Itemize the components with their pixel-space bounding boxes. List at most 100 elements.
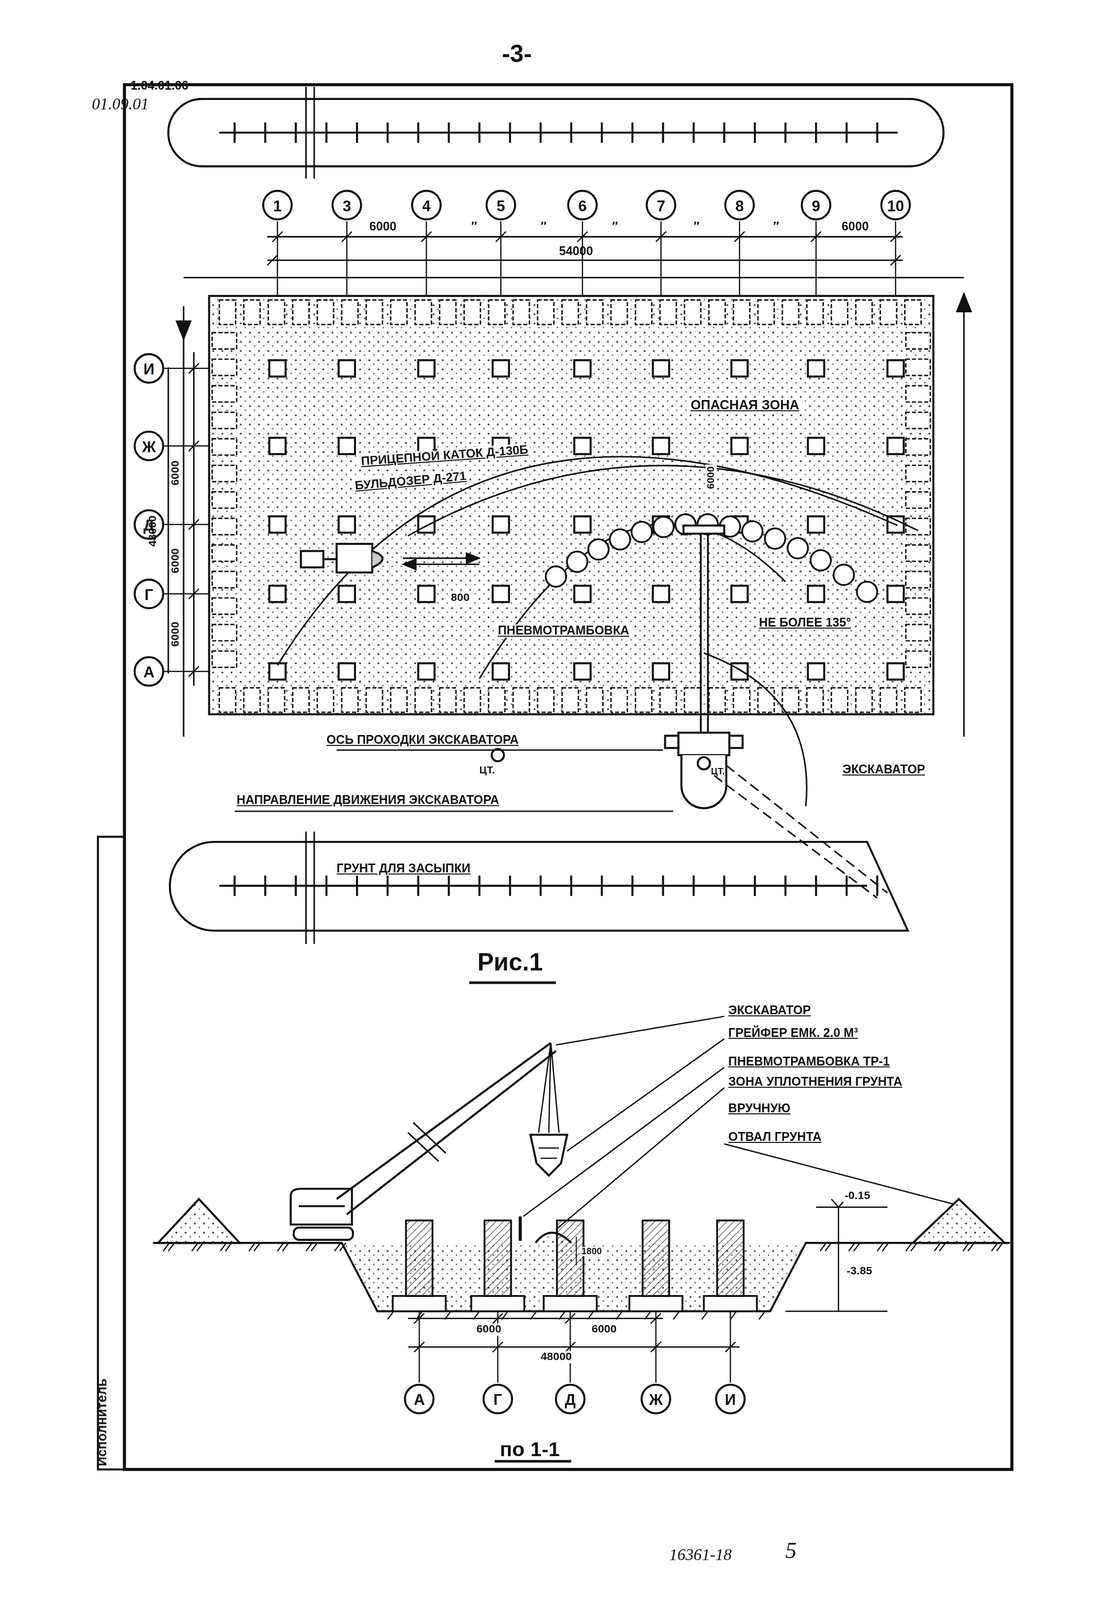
axis-bubble: Ж bbox=[133, 430, 164, 461]
axis-label: 4 bbox=[422, 196, 431, 214]
stockpile-label: ГРУНТ ДЛЯ ЗАСЫПКИ bbox=[334, 861, 473, 875]
axis-label: 3 bbox=[342, 196, 352, 214]
foundation-block bbox=[537, 299, 554, 325]
column-footing bbox=[887, 585, 904, 602]
tick-mark bbox=[539, 875, 542, 896]
foundation-block bbox=[611, 299, 628, 325]
tick-mark bbox=[845, 122, 848, 143]
axis-line bbox=[895, 221, 897, 296]
foundation-block bbox=[586, 687, 603, 713]
dimension-tick bbox=[577, 231, 588, 242]
tamping-spot bbox=[856, 581, 878, 602]
column-stub bbox=[484, 1220, 512, 1296]
foundation-block bbox=[905, 544, 931, 561]
ditto-mark: ″ bbox=[693, 220, 700, 233]
axis-label: 9 bbox=[812, 196, 821, 214]
axis-label: 6 bbox=[578, 196, 587, 214]
footing-slab bbox=[629, 1295, 683, 1311]
column-footing bbox=[574, 359, 591, 377]
tick-mark bbox=[692, 875, 695, 896]
column-footing bbox=[418, 585, 435, 602]
foundation-block bbox=[268, 299, 285, 325]
footing-slab bbox=[471, 1295, 525, 1311]
axis-bubble: 7 bbox=[645, 189, 677, 221]
foundation-block bbox=[561, 299, 579, 325]
foundation-block bbox=[684, 687, 701, 713]
zone-label: ОПАСНАЯ ЗОНА bbox=[688, 397, 802, 412]
dimension-tick bbox=[565, 1341, 576, 1352]
foundation-block bbox=[905, 385, 931, 402]
tamping-spot bbox=[764, 528, 785, 549]
footing-slab bbox=[703, 1295, 757, 1311]
dimension-text: 6000 bbox=[474, 1323, 504, 1335]
foundation-block bbox=[905, 438, 931, 455]
ground-hatch bbox=[673, 1310, 680, 1320]
axis-line bbox=[276, 221, 278, 296]
foundation-block bbox=[880, 299, 897, 325]
tamping-spot bbox=[653, 516, 674, 537]
foundation-block bbox=[341, 687, 358, 713]
dimension-text: 800 bbox=[448, 591, 472, 604]
axis-line bbox=[815, 221, 817, 296]
column-footing bbox=[492, 585, 510, 602]
foundation-block bbox=[855, 687, 873, 713]
tamping-spot bbox=[609, 528, 630, 550]
tick-mark bbox=[417, 875, 420, 896]
axis-line bbox=[164, 367, 210, 369]
axis-bubble: Г bbox=[133, 578, 164, 610]
tick-mark bbox=[447, 875, 450, 896]
foundation-block bbox=[905, 332, 931, 349]
tick-mark bbox=[417, 122, 420, 143]
column-footing bbox=[492, 662, 510, 680]
tick-mark bbox=[356, 122, 358, 143]
axis-bubble: 8 bbox=[724, 189, 755, 221]
axis-bubble: 6 bbox=[567, 189, 598, 221]
ditto-mark: ″ bbox=[612, 220, 618, 233]
column-footing bbox=[808, 359, 825, 377]
axis-line bbox=[164, 592, 210, 594]
foundation-block bbox=[513, 299, 530, 325]
tick-mark bbox=[325, 122, 328, 143]
axis-line bbox=[164, 670, 210, 672]
tick-mark bbox=[753, 875, 756, 896]
foundation-block bbox=[219, 299, 236, 325]
ground-hatch bbox=[962, 1242, 975, 1251]
foundation-block bbox=[212, 491, 237, 508]
axis-bubble: 4 bbox=[411, 189, 442, 221]
dimension-tick bbox=[565, 1312, 576, 1324]
tick-mark bbox=[478, 875, 481, 896]
tick-mark bbox=[570, 875, 573, 896]
ditto-mark: ″ bbox=[471, 220, 478, 233]
axis-line bbox=[500, 221, 502, 296]
axis-label: А bbox=[413, 1389, 425, 1407]
ground-hatch bbox=[848, 1242, 860, 1251]
foundation-block bbox=[212, 385, 237, 402]
dimension-text: 6000 bbox=[841, 220, 869, 233]
ditto-mark: ″ bbox=[773, 220, 780, 233]
foundation-block bbox=[341, 299, 358, 325]
callout-text: ВРУЧНУЮ bbox=[728, 1101, 791, 1115]
foundation-block bbox=[212, 332, 237, 349]
tamping-spot bbox=[787, 537, 808, 558]
tamping-spot bbox=[810, 550, 831, 571]
axis-bubble: 3 bbox=[331, 189, 362, 221]
foundation-block bbox=[439, 687, 456, 713]
tick-mark bbox=[845, 875, 848, 896]
axis-bubble: 5 bbox=[485, 189, 517, 221]
column-footing bbox=[338, 516, 356, 533]
tick-mark bbox=[661, 875, 664, 896]
foundation-block bbox=[292, 687, 310, 713]
level-mark: -3.85 bbox=[844, 1265, 875, 1277]
axis-bubble: И bbox=[133, 353, 164, 384]
ground-hatch bbox=[758, 1310, 765, 1320]
foundation-block bbox=[488, 687, 505, 713]
column-footing bbox=[887, 662, 904, 680]
column-footing bbox=[652, 437, 670, 455]
axis-bubble: 9 bbox=[800, 189, 832, 221]
column-footing bbox=[338, 585, 356, 602]
foundation-block bbox=[782, 299, 799, 325]
figure-caption: Рис.1 bbox=[477, 948, 543, 975]
ground-hatch bbox=[819, 1242, 832, 1251]
dimension-tick bbox=[341, 231, 353, 242]
tick-mark bbox=[294, 875, 297, 896]
